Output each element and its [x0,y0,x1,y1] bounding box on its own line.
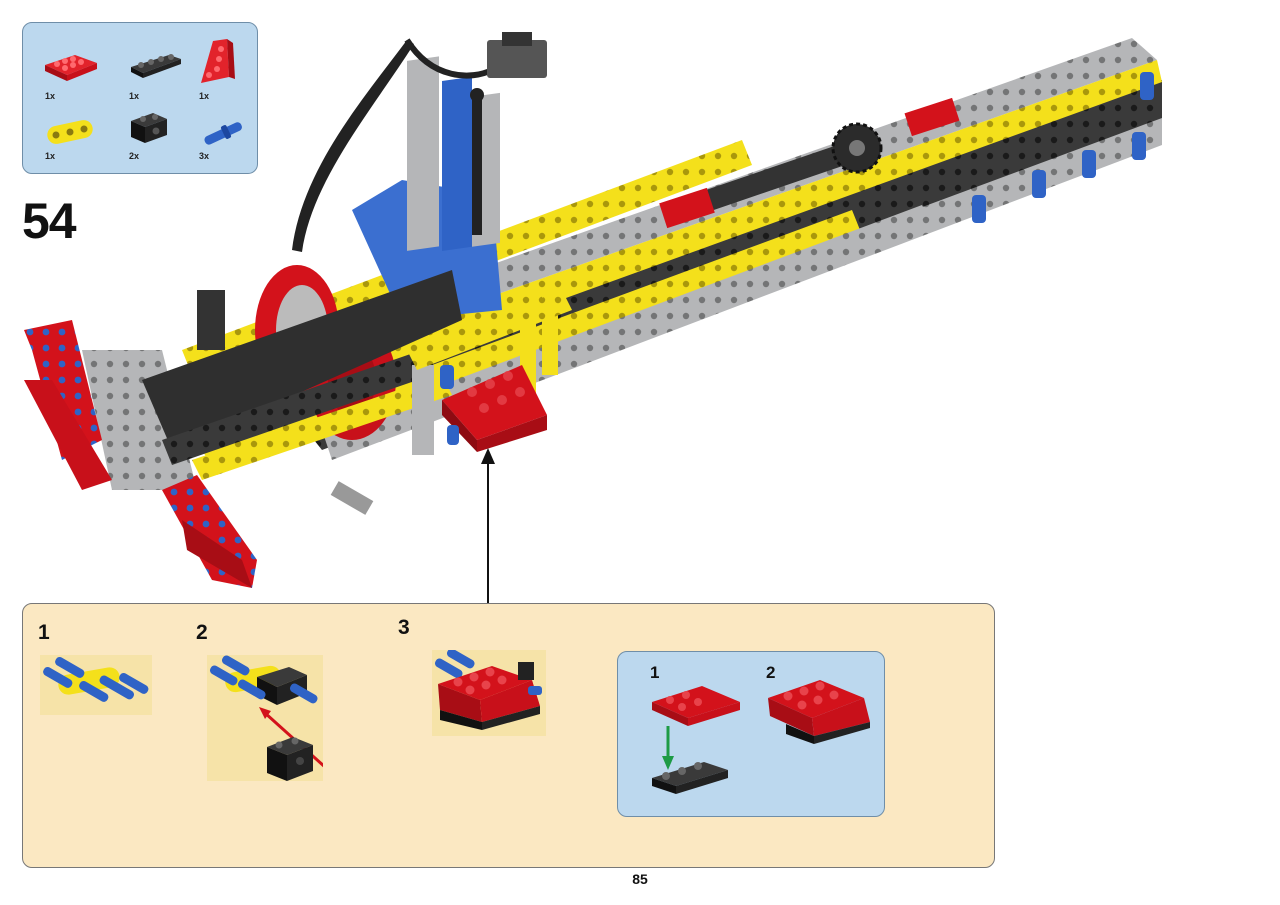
blue-axle-pin-icon [204,122,242,145]
parts-list-box: 1x 1x 1x 1x [22,22,258,174]
substep-number: 3 [398,616,410,639]
attached-wedge-assembly [440,365,547,452]
inner-step-1-illustration [652,686,740,794]
parts-list-item: 1x [41,113,101,173]
red-bumpers [24,320,257,588]
red-wedge-plate-icon [201,39,235,83]
part-qty: 1x [129,91,140,101]
page-number: 85 [632,871,648,887]
part-qty: 1x [45,91,56,101]
yellow-beam-3-icon [47,120,93,144]
black-plate-1x4-icon [131,54,181,78]
inner-step-2-illustration [768,680,870,744]
green-arrow-icon [662,756,674,770]
parts-list-item: 1x [41,47,101,107]
step-number: 54 [22,193,77,249]
up-arrow-icon [481,448,495,464]
part-qty: 1x [199,91,210,101]
substep-number: 1 [38,621,50,644]
front-frame [82,270,462,490]
parts-list-item: 1x [125,47,185,107]
blue-pins [972,72,1154,223]
parts-list-item: 2x [127,109,187,169]
substep-3-illustration [432,650,546,736]
black-brick-1x2-icon [131,113,167,143]
inner-step-number: 1 [650,663,660,682]
substep-2-illustration [207,655,323,781]
parts-list-item: 3x [195,115,255,175]
substep-number: 2 [196,621,208,644]
red-plate-2x4-icon [45,55,97,81]
parts-list-item: 1x [193,37,253,101]
part-qty: 2x [129,151,140,161]
yellow-uprights [407,290,572,455]
gear-rack [659,97,960,229]
axle [330,481,374,515]
part-qty: 1x [45,151,56,161]
main-model-illustration [24,32,1162,588]
red-arrow-icon [259,707,271,719]
part-qty: 3x [199,151,210,161]
lever-assembly [292,32,547,320]
substep-1-illustration [40,655,152,715]
inner-step-number: 2 [766,663,776,682]
